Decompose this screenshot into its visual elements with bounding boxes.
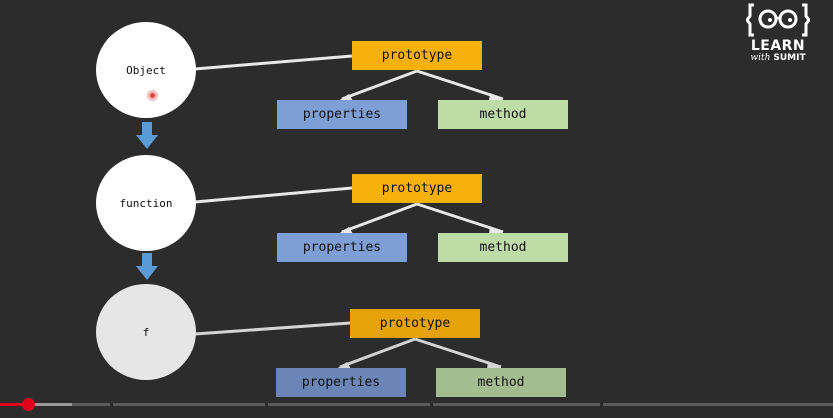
down-arrow-2 (136, 253, 158, 280)
chapter-divider (265, 403, 268, 406)
connector-prototype-properties-3 (339, 337, 416, 369)
connector-prototype-properties-2 (341, 202, 418, 234)
connector-function-prototype (194, 186, 353, 204)
logo-with: with (750, 53, 771, 63)
prototype-box-function: prototype (352, 174, 482, 203)
arrowhead-properties-1 (338, 94, 353, 101)
chapter-divider (600, 403, 603, 406)
node-function-label: function (119, 196, 173, 210)
arrowhead-properties-2 (338, 227, 353, 234)
connector-f-prototype (194, 321, 351, 336)
connector-prototype-method-2 (416, 202, 504, 234)
properties-box-function: properties (277, 233, 407, 262)
down-arrow-1 (136, 122, 158, 149)
chapter-divider (110, 403, 113, 406)
connector-prototype-properties-1 (341, 69, 418, 101)
arrowhead-properties-3 (336, 362, 351, 369)
node-function: function (96, 155, 196, 251)
progress-scrubber-handle[interactable] (22, 398, 36, 411)
logo-title: LEARN (750, 38, 806, 54)
progress-played (0, 403, 29, 406)
properties-box-f: properties (276, 368, 406, 397)
progress-buffered (28, 403, 73, 406)
method-box-function: method (438, 233, 568, 262)
video-progress-bar[interactable] (0, 398, 833, 411)
arrowhead-method-1 (489, 93, 503, 101)
glasses-icon (746, 3, 810, 37)
arrowhead-method-3 (487, 361, 501, 369)
prototype-box-f: prototype (350, 309, 480, 338)
method-box-object: method (438, 100, 568, 129)
node-object: Object (96, 22, 196, 118)
connector-prototype-method-3 (414, 337, 502, 369)
cursor-core (150, 93, 155, 98)
prototype-box-object: prototype (352, 41, 482, 70)
logo-name: SUMIT (773, 53, 806, 63)
node-f: f (96, 284, 196, 380)
connector-object-prototype (194, 54, 353, 71)
node-object-label: Object (126, 63, 166, 77)
cursor-highlight (147, 90, 158, 101)
node-f-label: f (142, 325, 150, 339)
method-box-f: method (436, 368, 566, 397)
properties-box-object: properties (277, 100, 407, 129)
connector-prototype-method-1 (416, 69, 504, 101)
chapter-divider (430, 403, 433, 406)
arrowhead-method-2 (489, 226, 503, 234)
